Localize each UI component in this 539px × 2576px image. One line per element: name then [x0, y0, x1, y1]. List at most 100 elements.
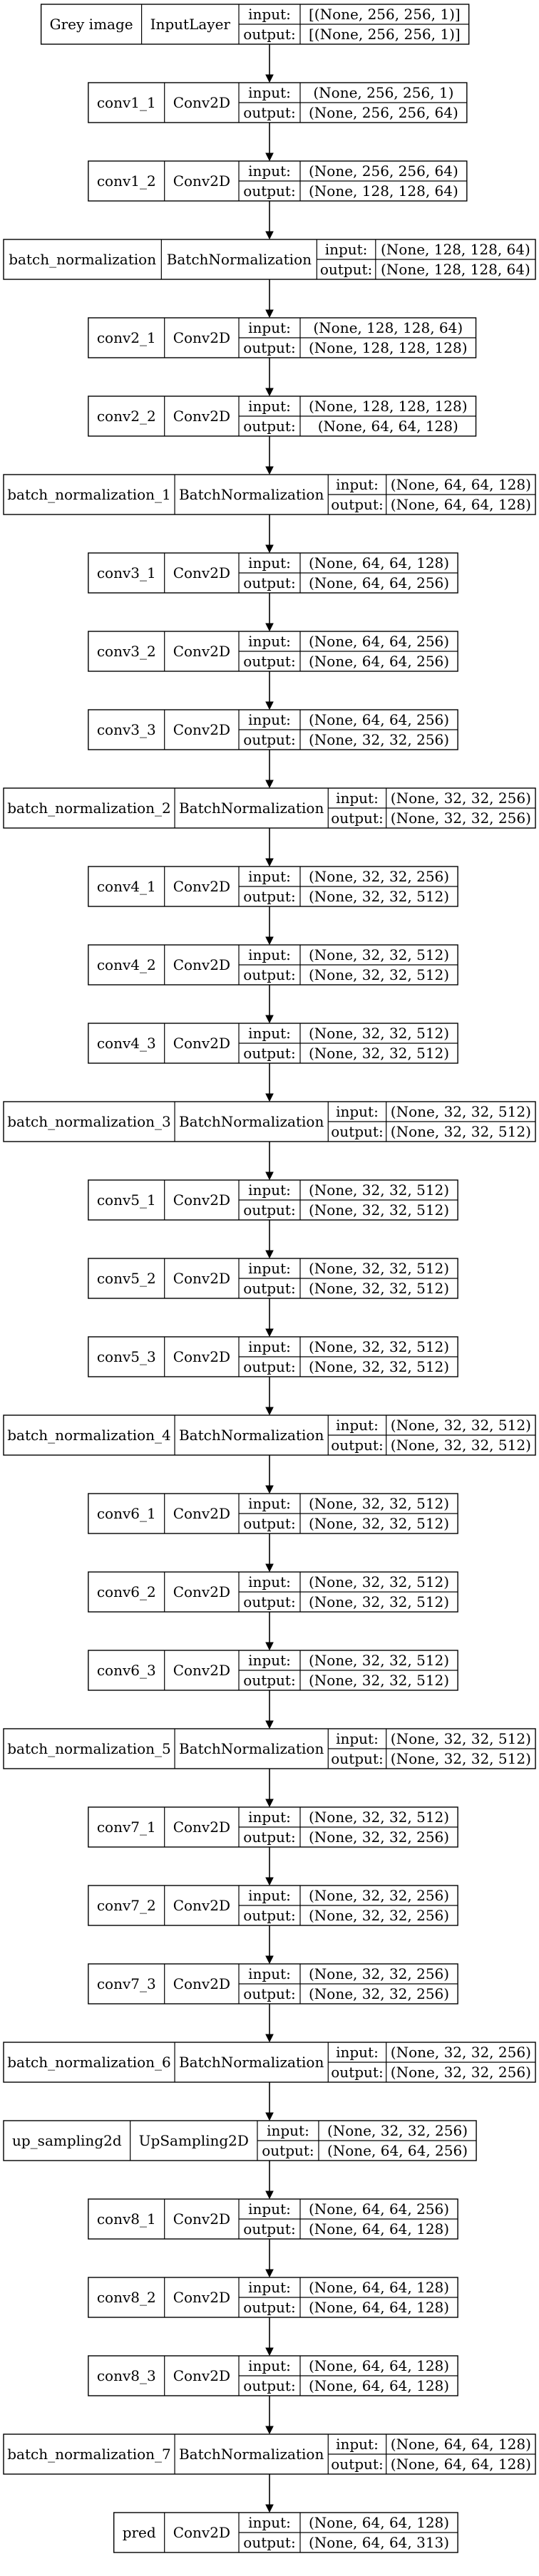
- layer-name: conv3_3: [97, 721, 156, 738]
- edge-arrow: [265, 1925, 274, 1965]
- arrowhead: [265, 1015, 274, 1024]
- edge-arrow: [265, 1063, 274, 1102]
- layer-type: Conv2D: [173, 172, 230, 190]
- arrowhead: [265, 1799, 274, 1808]
- edge-arrow: [265, 1377, 274, 1416]
- input-shape: (None, 64, 64, 128): [309, 554, 449, 571]
- arrowhead: [265, 1563, 274, 1573]
- input-label: input:: [336, 1103, 379, 1120]
- layer-name: conv4_3: [97, 1035, 156, 1052]
- input-label: input:: [248, 633, 291, 650]
- arrowhead: [265, 623, 274, 632]
- input-shape: (None, 32, 32, 256): [391, 2044, 531, 2061]
- layer-type: BatchNormalization: [179, 2446, 324, 2463]
- layer-type: Conv2D: [173, 1819, 230, 1836]
- layer-name: conv2_2: [97, 408, 156, 425]
- layer-name: conv2_1: [97, 329, 156, 346]
- input-label: input:: [336, 790, 379, 807]
- layer-type: BatchNormalization: [179, 1427, 324, 1444]
- layer-type: BatchNormalization: [179, 2054, 324, 2071]
- input-shape: (None, 32, 32, 256): [391, 790, 531, 807]
- output-shape: (None, 32, 32, 256): [309, 1828, 449, 1846]
- edge-arrow: [265, 671, 274, 710]
- input-shape: (None, 64, 64, 128): [309, 2357, 449, 2374]
- layer-type: Conv2D: [173, 643, 230, 660]
- input-shape: (None, 32, 32, 512): [309, 1652, 449, 1669]
- input-label: input:: [248, 1025, 291, 1042]
- output-label: output:: [243, 2299, 295, 2316]
- edge-arrow: [265, 201, 274, 240]
- input-label: input:: [248, 554, 291, 571]
- arrowhead: [265, 2269, 274, 2278]
- layer-type: BatchNormalization: [179, 800, 324, 817]
- layer-name: conv7_2: [97, 1897, 156, 1914]
- input-label: input:: [248, 946, 291, 963]
- edge-arrow: [265, 906, 274, 946]
- edge-arrow: [265, 2004, 274, 2043]
- layer-name: conv3_1: [97, 564, 156, 581]
- arrowhead: [265, 2190, 274, 2200]
- output-label: output:: [262, 2142, 314, 2159]
- output-shape: [(None, 256, 256, 1)]: [309, 26, 461, 43]
- arrowhead: [265, 388, 274, 397]
- output-shape: (None, 32, 32, 512): [309, 1045, 449, 1062]
- edge-arrow: [265, 1533, 274, 1573]
- output-shape: (None, 32, 32, 512): [391, 1123, 531, 1140]
- output-shape: (None, 64, 64, 256): [327, 2142, 468, 2159]
- output-shape: (None, 64, 64, 313): [309, 2534, 449, 2551]
- input-shape: (None, 128, 128, 64): [381, 241, 530, 258]
- edge-arrow: [265, 1769, 274, 1808]
- input-label: input:: [248, 162, 291, 180]
- edge-arrow: [265, 1142, 274, 1181]
- output-shape: (None, 64, 64, 128): [309, 2220, 449, 2238]
- input-label: input:: [248, 2357, 291, 2374]
- output-label: output:: [243, 1045, 295, 1062]
- output-shape: (None, 64, 64, 128): [391, 2456, 531, 2473]
- input-shape: (None, 64, 64, 256): [309, 2200, 449, 2218]
- input-shape: (None, 256, 256, 64): [309, 162, 458, 180]
- arrowhead: [265, 1485, 274, 1494]
- output-label: output:: [243, 1672, 295, 1689]
- output-shape: (None, 64, 64, 128): [309, 2299, 449, 2316]
- layer-type: Conv2D: [173, 1348, 230, 1365]
- output-label: output:: [243, 1907, 295, 1924]
- input-label: input:: [248, 1260, 291, 1277]
- output-shape: (None, 128, 128, 64): [309, 182, 458, 200]
- arrowhead: [265, 231, 274, 240]
- output-shape: (None, 32, 32, 512): [309, 1201, 449, 1219]
- arrowhead: [265, 1171, 274, 1181]
- input-label: input:: [248, 1809, 291, 1826]
- input-shape: (None, 32, 32, 512): [309, 1495, 449, 1512]
- layer-name: conv8_1: [97, 2210, 156, 2228]
- input-shape: (None, 32, 32, 256): [309, 1887, 449, 1904]
- layer-name: batch_normalization_6: [7, 2054, 171, 2071]
- output-label: output:: [331, 496, 383, 513]
- edge-arrow: [265, 514, 274, 554]
- layer-name: conv5_3: [97, 1348, 156, 1365]
- output-label: output:: [243, 26, 295, 43]
- input-label: input:: [336, 476, 379, 493]
- layer-type: Conv2D: [173, 2210, 230, 2228]
- layer-type: BatchNormalization: [179, 1740, 324, 1757]
- arrowhead: [265, 2347, 274, 2357]
- input-shape: (None, 32, 32, 512): [309, 1181, 449, 1199]
- layer-name: conv6_2: [97, 1583, 156, 1600]
- layer-name: conv5_2: [97, 1270, 156, 1287]
- output-shape: (None, 32, 32, 256): [309, 1985, 449, 2002]
- input-shape: [(None, 256, 256, 1)]: [309, 6, 461, 23]
- arrowhead: [265, 152, 274, 162]
- arrowhead: [265, 309, 274, 319]
- output-shape: (None, 32, 32, 256): [309, 1907, 449, 1924]
- input-shape: (None, 32, 32, 512): [309, 946, 449, 963]
- layer-name: conv1_2: [97, 172, 156, 190]
- output-shape: (None, 128, 128, 128): [309, 339, 468, 356]
